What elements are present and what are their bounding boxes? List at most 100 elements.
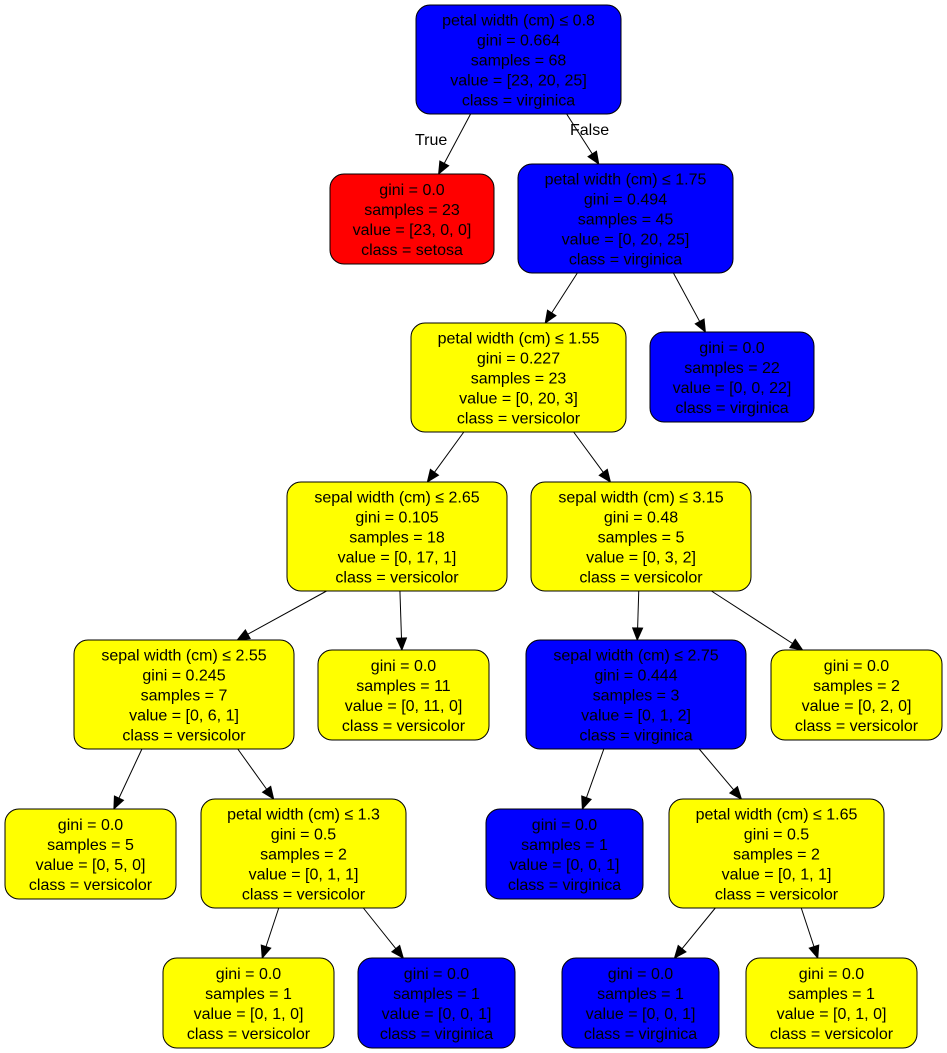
node-text-line: class = versicolor: [795, 718, 919, 735]
tree-edge: [265, 907, 280, 947]
tree-edge: [698, 748, 735, 791]
node-text-line: samples = 2: [733, 847, 820, 864]
edge-arrowhead: [261, 785, 275, 801]
node-text-line: samples = 11: [356, 678, 451, 695]
edge-label-true: True: [415, 132, 447, 149]
edge-arrowhead: [728, 785, 743, 800]
node-text-line: value = [0, 0, 1]: [382, 1006, 492, 1023]
node-text-line: samples = 1: [788, 986, 875, 1003]
edge-arrowhead: [236, 628, 251, 641]
node-text-line: samples = 1: [205, 986, 292, 1003]
node-text-line: class = versicolor: [770, 1026, 894, 1043]
node-text-line: gini = 0.0: [699, 340, 764, 357]
node-text-line: petal width (cm) ≤ 1.75: [545, 172, 707, 189]
node-text-line: value = [23, 0, 0]: [353, 222, 472, 239]
node-text-line: value = [0, 0, 22]: [673, 380, 792, 397]
node-text-line: gini = 0.0: [608, 966, 673, 983]
node-text-line: gini = 0.494: [584, 192, 667, 209]
edge-arrowhead: [598, 468, 612, 484]
node-box: [317, 649, 490, 741]
edge-arrowhead: [390, 944, 405, 960]
node-text-line: value = [0, 1, 2]: [581, 708, 691, 725]
tree-node: gini = 0.0 samples = 11 value = [0, 11, 0]…: [317, 649, 490, 741]
node-text-line: gini = 0.227: [477, 351, 560, 368]
tree-edge: [637, 590, 640, 629]
node-box: [286, 481, 508, 592]
edge-arrowhead: [789, 638, 804, 651]
nodes-layer: petal width (cm) ≤ 0.8 gini = 0.664 sample…: [4, 4, 943, 1049]
node-text-line: samples = 68: [471, 53, 567, 70]
node-text-line: class = versicolor: [335, 570, 459, 587]
node-text-line: gini = 0.0: [404, 966, 469, 983]
tree-edge: [118, 748, 143, 799]
node-box: [485, 808, 644, 900]
node-text-line: gini = 0.664: [477, 33, 560, 50]
node-box: [530, 481, 752, 592]
edge-arrowhead: [426, 468, 440, 484]
node-box: [415, 4, 622, 115]
node-text-line: class = versicolor: [457, 411, 581, 428]
edges-layer: True False: [113, 113, 820, 960]
node-text-line: gini = 0.5: [271, 827, 336, 844]
node-text-line: gini = 0.245: [142, 668, 225, 685]
node-text-line: samples = 5: [598, 530, 685, 547]
edge-arrowhead: [808, 944, 820, 960]
node-text-line: gini = 0.0: [371, 658, 436, 675]
node-text-line: value = [0, 0, 1]: [586, 1006, 696, 1023]
node-text-line: petal width (cm) ≤ 0.8: [442, 13, 595, 30]
node-box: [357, 957, 516, 1049]
node-text-line: class = versicolor: [342, 718, 466, 735]
node-text-line: class = versicolor: [187, 1026, 311, 1043]
node-text-line: petal width (cm) ≤ 1.55: [438, 331, 600, 348]
node-box: [329, 173, 495, 265]
node-text-line: sepal width (cm) ≤ 2.55: [101, 648, 266, 665]
node-text-line: class = virginica: [508, 877, 621, 894]
node-text-line: samples = 22: [684, 360, 780, 377]
node-text-line: sepal width (cm) ≤ 2.75: [553, 648, 718, 665]
node-text-line: samples = 45: [578, 212, 674, 229]
node-text-line: samples = 23: [364, 202, 460, 219]
node-text-line: gini = 0.105: [355, 510, 438, 527]
tree-edge: [443, 113, 472, 164]
node-text-line: value = [0, 11, 0]: [345, 698, 463, 715]
node-text-line: class = virginica: [675, 400, 788, 417]
node-box: [410, 322, 627, 433]
node-text-line: sepal width (cm) ≤ 3.15: [558, 490, 723, 507]
node-text-line: value = [0, 20, 25]: [562, 232, 690, 249]
node-text-line: class = virginica: [569, 252, 682, 269]
node-box: [4, 808, 177, 900]
node-text-line: petal width (cm) ≤ 1.65: [696, 807, 858, 824]
edge-arrowhead: [631, 627, 644, 642]
node-text-line: value = [0, 5, 0]: [36, 857, 146, 874]
edge-label-false: False: [570, 122, 609, 139]
node-text-line: value = [0, 2, 0]: [802, 698, 912, 715]
edge-arrowhead: [113, 795, 125, 811]
node-text-line: sepal width (cm) ≤ 2.65: [314, 490, 479, 507]
node-text-line: value = [0, 1, 1]: [722, 867, 832, 884]
tree-node: gini = 0.0 samples = 22 value = [0, 0, 22]…: [649, 331, 815, 423]
tree-edge: [711, 590, 793, 644]
node-text-line: samples = 1: [521, 837, 608, 854]
tree-edge: [585, 748, 605, 798]
tree-edge: [399, 590, 402, 639]
node-box: [770, 649, 943, 741]
node-text-line: class = versicolor: [242, 887, 366, 904]
node-text-line: samples = 23: [471, 371, 567, 388]
node-text-line: gini = 0.5: [744, 827, 809, 844]
tree-edge: [800, 907, 815, 947]
node-text-line: gini = 0.0: [824, 658, 889, 675]
node-text-line: class = virginica: [462, 93, 575, 110]
node-text-line: gini = 0.444: [594, 668, 677, 685]
node-text-line: samples = 1: [393, 986, 480, 1003]
tree-node: sepal width (cm) ≤ 2.75 gini = 0.444 sampl…: [525, 639, 747, 750]
node-text-line: samples = 3: [593, 688, 680, 705]
tree-node: petal width (cm) ≤ 1.75 gini = 0.494 sampl…: [517, 163, 734, 274]
